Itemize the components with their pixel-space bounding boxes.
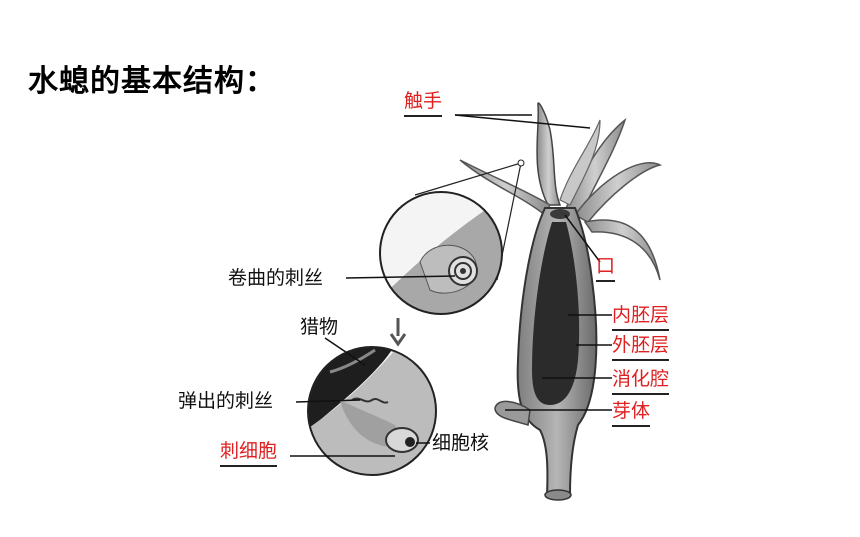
label-bud: 芽体 xyxy=(612,400,651,427)
label-mouth: 口 xyxy=(596,255,616,282)
magnified-cnidocyte-top xyxy=(379,191,503,315)
hydra-body xyxy=(494,207,598,501)
label-cnidocyte: 刺细胞 xyxy=(220,440,278,467)
label-endoderm: 内胚层 xyxy=(612,304,670,331)
magnified-cnidocyte-bottom xyxy=(307,346,437,476)
label-tentacle: 触手 xyxy=(404,90,443,117)
page-title: 水螅的基本结构： xyxy=(28,64,276,99)
tentacles xyxy=(459,102,663,281)
leader-lines xyxy=(290,114,612,457)
down-arrow-icon xyxy=(389,318,407,347)
label-ectoderm: 外胚层 xyxy=(612,334,670,361)
label-prey: 猎物 xyxy=(300,316,339,338)
label-coiled-thread: 卷曲的刺丝 xyxy=(228,267,324,289)
label-gastric-cavity: 消化腔 xyxy=(612,368,670,395)
label-ejected-thread: 弹出的刺丝 xyxy=(178,390,274,412)
label-nucleus: 细胞核 xyxy=(432,432,490,454)
